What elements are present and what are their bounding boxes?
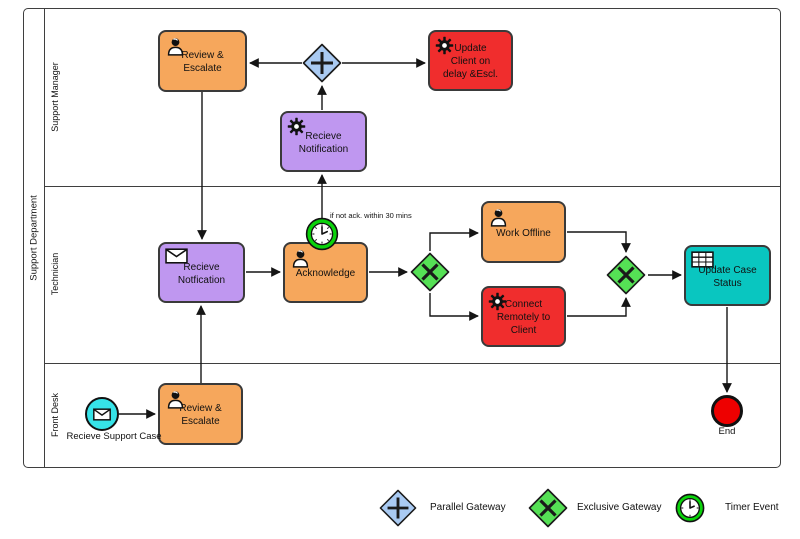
task-work-offline[interactable]: Work Offline — [481, 201, 566, 263]
task-label: Update Client on delay &Escl. — [442, 43, 499, 80]
pool-name-strip — [23, 8, 45, 468]
legend-label-parallel: Parallel Gateway — [430, 502, 506, 513]
task-acknowledge[interactable]: Acknowledge — [283, 242, 368, 303]
lane-divider-2 — [45, 363, 781, 364]
user-icon — [165, 36, 186, 57]
timer-boundary-event[interactable] — [305, 217, 339, 251]
pool-support-department — [23, 8, 781, 468]
task-review-escalate-manager[interactable]: Review & Escalate — [158, 30, 247, 92]
start-event-label: Recieve Support Case — [66, 431, 162, 442]
envelope-icon — [165, 248, 188, 264]
task-review-escalate-frontdesk[interactable]: Review & Escalate — [158, 383, 243, 445]
task-label: Recieve Notification — [298, 130, 349, 155]
task-label: Review & Escalate — [181, 50, 224, 74]
table-icon — [691, 251, 714, 268]
task-label: Review & Escalate — [179, 403, 222, 427]
flow-connect-to-merge — [567, 297, 631, 317]
task-receive-notification-manager[interactable]: Recieve Notification — [280, 111, 367, 172]
flow-work-offline-to-merge — [567, 231, 631, 253]
timer-condition-label: if not ack. within 30 mins — [330, 211, 412, 220]
task-label: Connect Remotely to Client — [496, 299, 551, 336]
end-event[interactable] — [711, 395, 743, 427]
parallel-gateway-icon — [379, 489, 417, 527]
envelope-icon — [93, 407, 111, 421]
legend-label-timer: Timer Event — [725, 502, 779, 513]
user-icon — [290, 248, 311, 269]
timer-event-icon — [675, 493, 705, 523]
legend-label-exclusive: Exclusive Gateway — [577, 502, 662, 513]
task-label: Recieve Notfication — [177, 261, 226, 286]
gear-icon — [287, 117, 306, 136]
lane-divider-1 — [45, 186, 781, 187]
gear-icon — [435, 36, 454, 55]
user-icon — [165, 389, 186, 410]
user-icon — [488, 207, 509, 228]
start-event-message[interactable] — [85, 397, 119, 431]
end-event-label: End — [718, 426, 736, 437]
task-update-case-status[interactable]: Update Case Status — [684, 245, 771, 306]
task-label: Update Case Status — [698, 264, 757, 289]
task-update-client-on-delay[interactable]: Update Client on delay &Escl. — [428, 30, 513, 91]
task-label: Acknowledge — [295, 268, 356, 279]
task-label: Work Offline — [496, 227, 551, 239]
task-receive-notification-technician[interactable]: Recieve Notfication — [158, 242, 245, 303]
exclusive-gateway-merge[interactable] — [606, 255, 646, 295]
gear-icon — [488, 292, 507, 311]
exclusive-gateway-split[interactable] — [410, 252, 450, 292]
flow-split-to-work-offline — [429, 228, 479, 251]
task-connect-remotely[interactable]: Connect Remotely to Client — [481, 286, 566, 347]
exclusive-gateway-icon — [528, 488, 568, 528]
parallel-gateway[interactable] — [302, 43, 342, 83]
flow-split-to-connect — [429, 293, 479, 321]
